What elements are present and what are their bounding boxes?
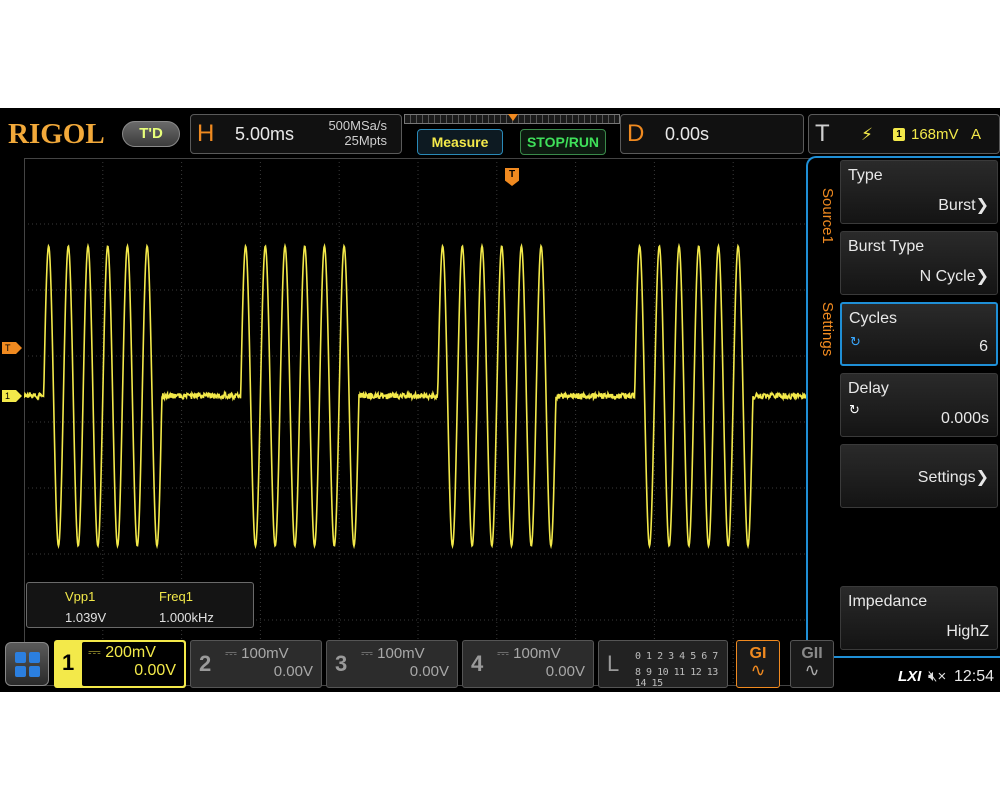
generator1-button[interactable]: GI ∿ [736,640,780,688]
channel-offset: 0.00V [410,663,449,680]
oscilloscope-screen: RIGOL T'D H 5.00ms 500MSa/s 25Mpts Measu… [0,108,1000,692]
channel-scale: ⎓ 200mV [88,644,156,662]
trigger-label: T [815,120,830,148]
trigger-mode: A [971,126,981,143]
channel-offset: 0.00V [546,663,585,680]
channel-number: 2 [199,651,211,677]
channel-number: 4 [471,651,483,677]
sample-rate: 500MSa/s [328,118,387,133]
td-badge[interactable]: T'D [122,121,180,147]
timebase-value: 5.00ms [235,124,294,145]
menu-item-title: Type [848,167,883,185]
sine-wave-icon: ∿ [791,663,833,677]
measurement-panel[interactable]: Vpp1 1.039V Freq1 1.000kHz [26,582,254,628]
channel-scale: ⎓ 100mV [497,645,561,662]
channel-scale: ⎓ 100mV [361,645,425,662]
menu-item-settings[interactable]: Settings❯ [840,444,998,508]
vpp-label: Vpp1 [65,589,95,604]
logic-analyzer-settings[interactable]: L 0 1 2 3 4 5 6 7 8 9 10 11 12 13 14 15 [598,640,728,688]
menu-item-value: HighZ [946,623,989,641]
memory-trigger-marker [508,114,518,121]
logic-label: L [607,651,619,677]
menu-item-cycles[interactable]: Cycles ↻ 6 [840,302,998,366]
horizontal-label: H [197,120,214,148]
tab-source[interactable]: Source1 [808,188,836,244]
stop-run-button[interactable]: STOP/RUN [520,129,606,155]
logic-channels-row2: 8 9 10 11 12 13 14 15 [635,667,727,689]
sine-wave-icon: ∿ [737,663,779,677]
menu-item-title: Impedance [848,593,927,611]
channel3-settings[interactable]: 3 ⎓ 100mV 0.00V [326,640,458,688]
speaker-muted-icon[interactable]: 🔇︎× [928,668,946,685]
channel-offset: 0.00V [134,662,176,680]
memory-depth: 25Mpts [328,133,387,148]
chevron-right-icon: ❯ [976,268,989,285]
dc-coupling-icon: ⎓ [361,645,373,662]
dc-coupling-icon: ⎓ [225,645,237,662]
tab-settings[interactable]: Settings [808,302,836,356]
dc-coupling-icon: ⎓ [88,644,101,661]
channel-number: 3 [335,651,347,677]
lxi-logo: LXI [898,668,921,685]
sample-rate-info: 500MSa/s 25Mpts [328,118,387,148]
logic-channels-row1: 0 1 2 3 4 5 6 7 [635,651,718,662]
rigol-logo: RIGOL [8,118,105,151]
channel1-offset-marker[interactable]: 1 [2,390,22,402]
menu-item-value: 0.000s [941,410,989,428]
menu-item-value: Settings❯ [918,467,989,487]
measure-button[interactable]: Measure [417,129,503,155]
knob-icon: ↻ [850,334,861,350]
channel1-settings[interactable]: 1 ⎓ 200mV 0.00V [54,640,186,688]
horizontal-delay-box[interactable]: D 0.00s [620,114,804,154]
menu-item-title: Burst Type [848,238,924,256]
menu-item-impedance[interactable]: Impedance HighZ [840,586,998,650]
trigger-box[interactable]: T ⚡ 1 168mV A [808,114,1000,154]
channel-number: 1 [62,650,74,676]
chevron-right-icon: ❯ [976,197,989,214]
menu-item-value: 6 [979,338,988,356]
channel4-settings[interactable]: 4 ⎓ 100mV 0.00V [462,640,594,688]
channel-scale: ⎓ 100mV [225,645,289,662]
channel-offset: 0.00V [274,663,313,680]
delay-label: D [627,120,644,148]
home-menu-button[interactable] [5,642,49,686]
menu-item-type[interactable]: Type Burst❯ [840,160,998,224]
delay-value: 0.00s [665,124,709,145]
channel2-settings[interactable]: 2 ⎓ 100mV 0.00V [190,640,322,688]
dc-coupling-icon: ⎓ [497,645,509,662]
menu-item-title: Cycles [849,310,897,328]
lightning-edge-icon: ⚡ [861,125,873,145]
trigger-level: 168mV [911,126,959,143]
generator2-button[interactable]: GII ∿ [790,640,834,688]
freq-label: Freq1 [159,589,193,604]
menu-item-value: N Cycle❯ [920,266,989,286]
trigger-source-badge: 1 [893,128,905,141]
menu-item-value: Burst❯ [938,195,989,215]
trigger-level-marker[interactable]: T [2,342,22,354]
menu-item-title: Delay [848,380,889,398]
clock: 12:54 [954,668,994,686]
grid-icon [15,652,26,663]
horizontal-timebase-box[interactable]: H 5.00ms 500MSa/s 25Mpts [190,114,402,154]
chevron-right-icon: ❯ [976,469,989,486]
freq-value: 1.000kHz [159,610,214,625]
menu-item-delay[interactable]: Delay ↻ 0.000s [840,373,998,437]
knob-icon: ↻ [849,402,860,418]
menu-item-burst-type[interactable]: Burst Type N Cycle❯ [840,231,998,295]
vpp-value: 1.039V [65,610,106,625]
